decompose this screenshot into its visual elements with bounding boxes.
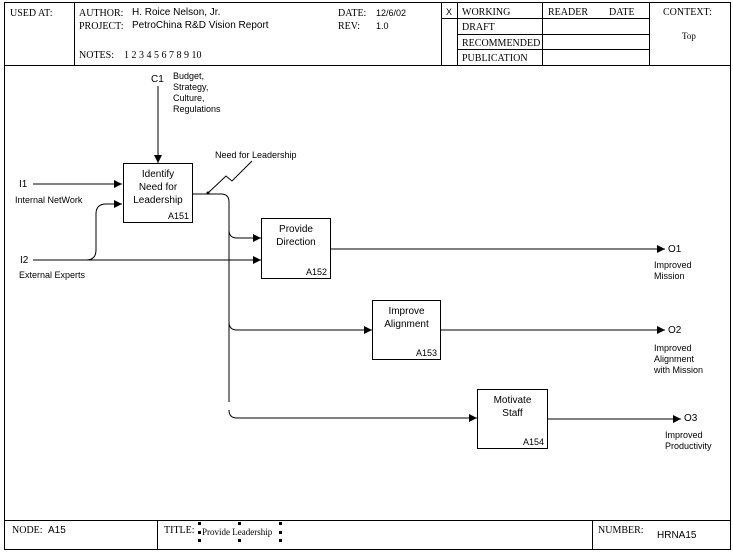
date-label: DATE:	[338, 8, 367, 19]
diagram-frame	[4, 2, 731, 550]
status-row-line-1	[441, 18, 649, 19]
label-squiggle	[207, 160, 253, 194]
input-label-i1: Internal NetWork	[15, 195, 83, 205]
output-label-o1: Improved Mission	[654, 260, 692, 281]
selection-handle	[279, 522, 282, 525]
output-arrow-a151	[193, 193, 230, 402]
activity-label: Identify Need for Leadership	[133, 169, 183, 206]
selection-handle	[238, 539, 241, 542]
status-draft: DRAFT	[462, 22, 495, 33]
control-label-c1: Budget, Strategy, Culture, Regulations	[173, 71, 221, 114]
rev-label: REV:	[338, 21, 361, 32]
status-x-mark: X	[446, 7, 453, 17]
activity-number: A153	[415, 348, 437, 358]
arrow-to-a152	[228, 229, 261, 242]
arrow-to-a153	[228, 321, 372, 334]
selection-handle	[279, 531, 282, 534]
selection-handle	[198, 522, 201, 525]
header-sep-2	[441, 2, 442, 65]
title-value: Provide Leadership	[202, 527, 273, 537]
header-sep-5	[649, 2, 650, 65]
status-row-line-3	[457, 49, 649, 50]
output-label-o3: Improved Productivity	[665, 430, 712, 451]
author-value: H. Roice Nelson, Jr.	[132, 7, 221, 18]
title-label: TITLE:	[164, 525, 195, 536]
number-label: NUMBER:	[598, 525, 644, 536]
rev-value: 1.0	[376, 21, 389, 31]
header-sep-4	[542, 2, 543, 65]
header-sep-1	[74, 2, 75, 65]
selection-handle	[279, 539, 282, 542]
date-value: 12/6/02	[376, 8, 407, 18]
input-label-i2: External Experts	[19, 270, 86, 280]
activity-box-a153[interactable]: Improve Alignment A153	[372, 300, 441, 360]
arrow-to-a154	[228, 409, 477, 422]
status-row-line-2	[457, 34, 649, 35]
output-code-o1: O1	[668, 244, 682, 255]
status-publication: PUBLICATION	[462, 53, 528, 64]
selection-handle	[198, 531, 201, 534]
selection-handle	[198, 539, 201, 542]
project-value: PetroChina R&D Vision Report	[132, 20, 269, 31]
output-code-o2: O2	[668, 325, 682, 336]
activity-label: Provide Direction	[276, 224, 316, 248]
activity-label: Improve Alignment	[384, 306, 429, 330]
output-label-o2: Improved Alignment with Mission	[654, 343, 704, 375]
header-divider	[4, 65, 731, 66]
status-recommended: RECOMMENDED	[462, 38, 541, 49]
activity-number: A152	[305, 267, 327, 277]
activity-number: A151	[167, 211, 189, 221]
activity-number: A154	[522, 437, 544, 447]
footer-divider	[4, 520, 731, 521]
input-code-i1: I1	[19, 179, 28, 190]
context-value: Top	[682, 31, 696, 41]
date-col-label: DATE	[609, 7, 635, 18]
need-for-leadership-label: Need for Leadership	[215, 150, 297, 160]
activity-label: Motivate Staff	[493, 395, 532, 419]
project-label: PROJECT:	[79, 21, 124, 32]
node-label: NODE:	[12, 525, 43, 536]
selection-handle	[238, 522, 241, 525]
header-sep-3	[457, 2, 458, 65]
node-value: A15	[48, 525, 66, 536]
notes-label: NOTES:	[79, 50, 114, 61]
input-arrow-i2-a151	[33, 200, 122, 261]
used-at-label: USED AT:	[10, 8, 53, 19]
number-value: HRNA15	[657, 530, 697, 541]
status-working: WORKING	[462, 7, 511, 18]
activity-box-a151[interactable]: Identify Need for Leadership A151	[123, 163, 193, 223]
activity-box-a154[interactable]: Motivate Staff A154	[477, 389, 548, 449]
footer-sep-2	[592, 520, 593, 550]
output-code-o3: O3	[684, 413, 698, 424]
footer-sep-1	[157, 520, 158, 550]
control-code-c1: C1	[151, 74, 164, 85]
input-code-i2: I2	[20, 255, 29, 266]
activity-box-a152[interactable]: Provide Direction A152	[261, 218, 331, 279]
notes-numbers: 1 2 3 4 5 6 7 8 9 10	[124, 50, 202, 61]
reader-label: READER	[548, 7, 588, 18]
context-label: CONTEXT:	[663, 7, 712, 18]
author-label: AUTHOR:	[79, 8, 124, 19]
